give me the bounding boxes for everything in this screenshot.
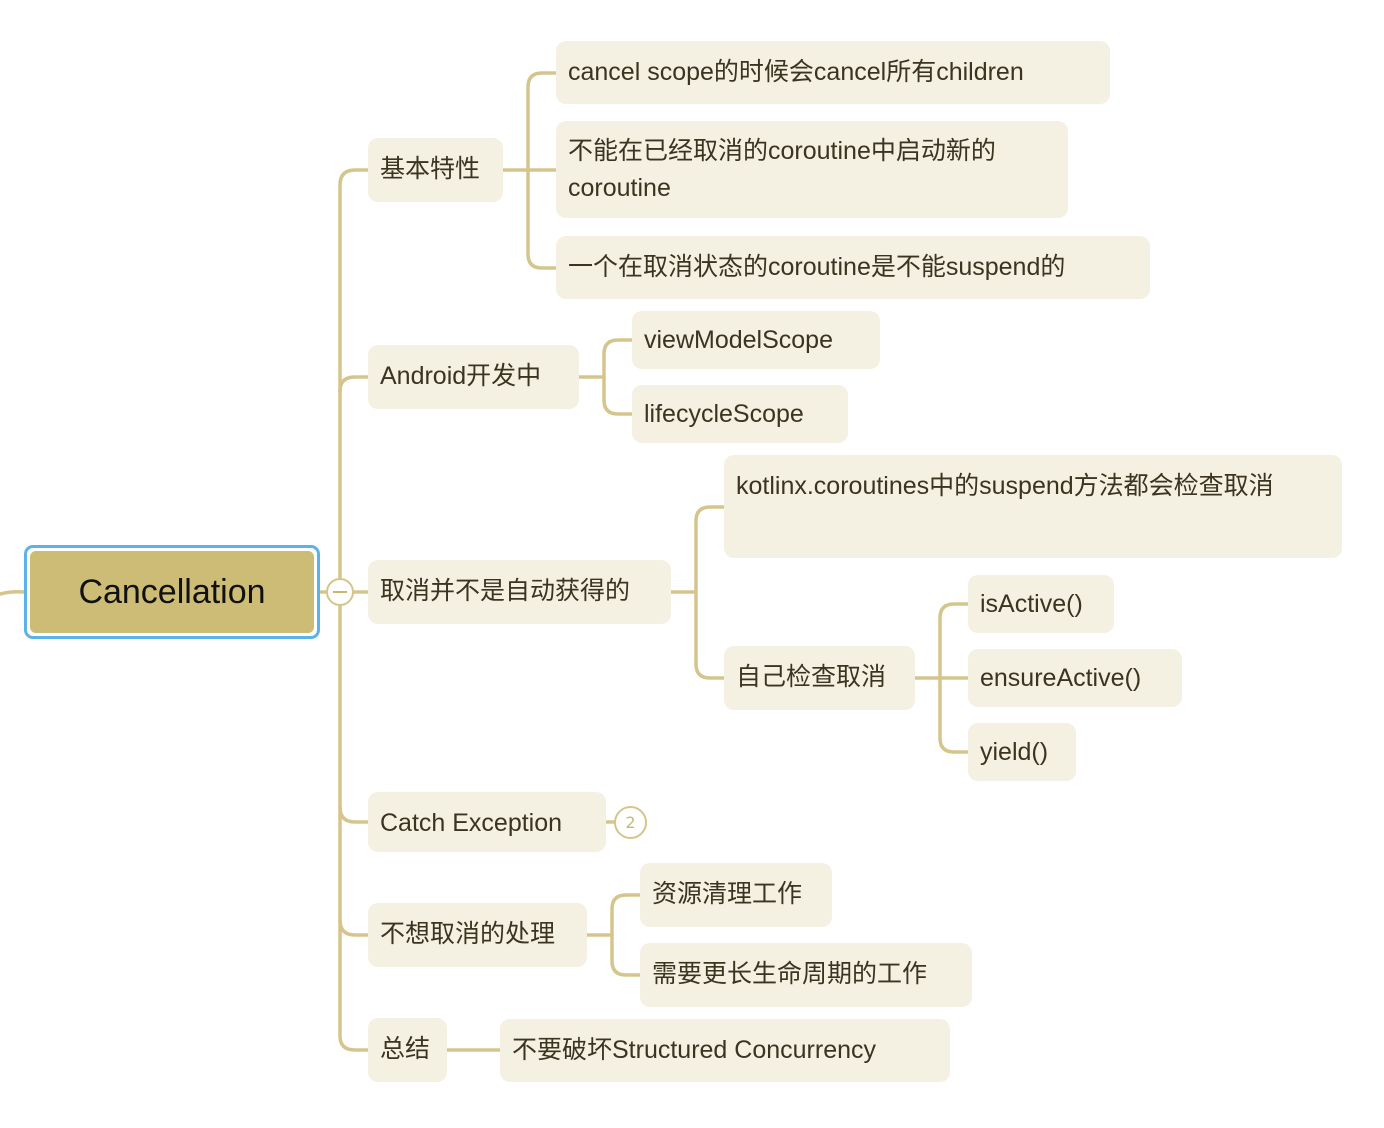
topic-summary[interactable]: 总结: [368, 1018, 447, 1082]
subtopic-cancel-scope-children[interactable]: cancel scope的时候会cancel所有children: [556, 41, 1110, 104]
subtopic-viewmodelscope[interactable]: viewModelScope: [632, 311, 880, 369]
central-topic-label: Cancellation: [30, 551, 314, 633]
subtopic-ensureactive[interactable]: ensureActive(): [968, 649, 1182, 707]
topic-not-automatic[interactable]: 取消并不是自动获得的: [368, 560, 671, 624]
collapsed-count-badge[interactable]: 2: [614, 806, 647, 839]
collapse-toggle-button[interactable]: [326, 578, 354, 606]
subtopic-no-new-coroutine[interactable]: 不能在已经取消的coroutine中启动新的coroutine: [556, 121, 1068, 218]
central-topic-selected[interactable]: Cancellation: [24, 545, 320, 639]
topic-basic-features[interactable]: 基本特性: [368, 138, 503, 202]
subtopic-suspend-checks-cancel[interactable]: kotlinx.coroutines中的suspend方法都会检查取消: [724, 455, 1342, 558]
subtopic-self-check[interactable]: 自己检查取消: [724, 646, 915, 710]
subtopic-longer-lifecycle-work[interactable]: 需要更长生命周期的工作: [640, 943, 972, 1007]
subtopic-cannot-suspend[interactable]: 一个在取消状态的coroutine是不能suspend的: [556, 236, 1150, 299]
subtopic-yield[interactable]: yield(): [968, 723, 1076, 781]
topic-catch-exception[interactable]: Catch Exception: [368, 792, 606, 852]
minus-icon: [333, 591, 347, 593]
subtopic-isactive[interactable]: isActive(): [968, 575, 1114, 633]
topic-android-dev[interactable]: Android开发中: [368, 345, 579, 409]
subtopic-resource-cleanup[interactable]: 资源清理工作: [640, 863, 832, 927]
subtopic-lifecyclescope[interactable]: lifecycleScope: [632, 385, 848, 443]
topic-no-cancel-handling[interactable]: 不想取消的处理: [368, 903, 587, 967]
subtopic-structured-concurrency[interactable]: 不要破坏Structured Concurrency: [500, 1019, 950, 1082]
